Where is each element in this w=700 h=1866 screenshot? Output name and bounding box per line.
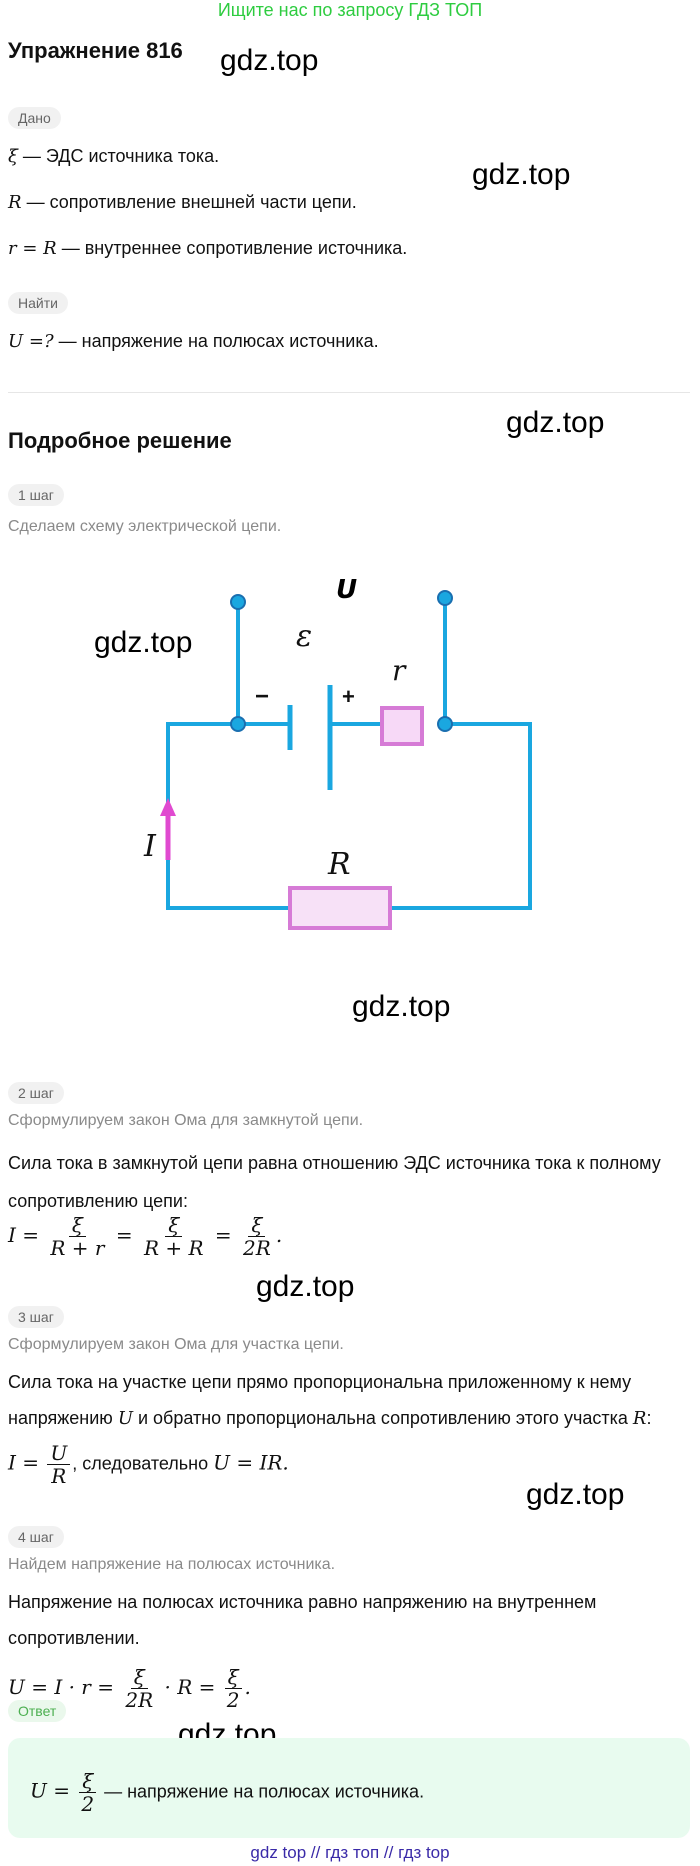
find-badge: Найти — [8, 292, 68, 314]
step-desc: Сформулируем закон Ома для замкнутой цеп… — [8, 1112, 364, 1129]
watermark: gdz.top — [506, 406, 605, 439]
junction-node — [230, 716, 246, 732]
watermark: gdz.top — [220, 44, 319, 77]
step-text: Сила тока в замкнутой цепи равна отношен… — [8, 1153, 661, 1211]
watermark: gdz.top — [94, 626, 193, 659]
given-item: ξ — ЭДС источника тока. — [8, 146, 220, 167]
given-badge: Дано — [8, 107, 61, 129]
wire — [166, 722, 290, 910]
answer-badge: Ответ — [8, 1700, 67, 1722]
footer-links[interactable]: gdz top // гдз топ // гдз top — [250, 1843, 450, 1862]
step-desc: Найдем напряжение на полюсах источника. — [8, 1556, 336, 1573]
step-text: сопротивлении. — [8, 1628, 140, 1648]
given-item: r = R — внутреннее сопротивление источни… — [8, 238, 408, 259]
step-badge: 1 шаг — [8, 484, 64, 506]
page-title: Упражнение 816 — [8, 38, 183, 63]
find-item: U =? — напряжение на полюсах источника. — [8, 331, 379, 352]
label-r: r — [392, 654, 407, 687]
label-minus: − — [255, 683, 269, 710]
step-text: Напряжение на полюсах источника равно на… — [8, 1592, 597, 1612]
watermark: gdz.top — [526, 1478, 625, 1511]
step-badge: 2 шаг — [8, 1082, 64, 1104]
top-banner[interactable]: Ищите нас по запросу ГДЗ ТОП — [217, 0, 483, 20]
internal-resistor — [380, 706, 424, 746]
junction-node — [437, 716, 453, 732]
terminal-node — [437, 590, 453, 606]
step-desc: Сформулируем закон Ома для участка цепи. — [8, 1336, 344, 1353]
label-emf: ε — [296, 619, 312, 654]
watermark: gdz.top — [256, 1270, 355, 1303]
watermark: gdz.top — [472, 158, 571, 191]
divider — [8, 392, 690, 393]
label-plus: + — [342, 684, 355, 709]
external-resistor — [288, 886, 392, 930]
label-I: I — [143, 829, 157, 864]
terminal-node — [230, 594, 246, 610]
step-badge: 4 шаг — [8, 1526, 64, 1548]
solution-title: Подробное решение — [8, 428, 232, 453]
step-text: Сила тока на участке цепи прямо пропорци… — [8, 1372, 632, 1392]
step-badge: 3 шаг — [8, 1306, 64, 1328]
circuit-diagram: U ε − + r I R — [143, 575, 532, 930]
step-text: напряжению U и обратно пропорциональна с… — [8, 1408, 652, 1429]
wire — [390, 722, 532, 910]
given-item: R — сопротивление внешней части цепи. — [8, 192, 357, 213]
label-R: R — [327, 847, 351, 882]
label-U: U — [336, 575, 357, 605]
step-desc: Сделаем схему электрической цепи. — [8, 518, 282, 535]
answer-box — [8, 1738, 690, 1838]
watermark: gdz.top — [352, 990, 451, 1023]
current-arrowhead — [160, 798, 176, 816]
